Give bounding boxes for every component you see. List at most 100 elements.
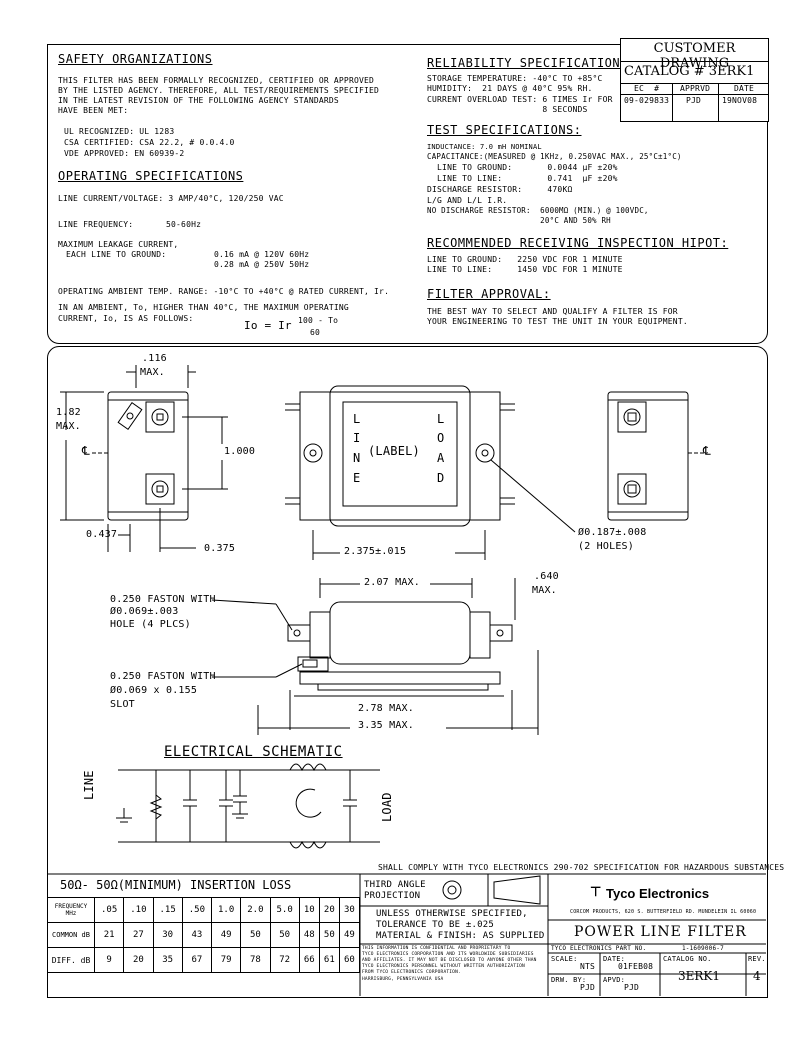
agency-vde: VDE APPROVED: EN 60939-2 <box>64 149 185 158</box>
test-line-4: LINE TO LINE: 0.741 µF ±20% <box>427 174 618 183</box>
date-value-footer: 01FEB08 <box>618 962 654 971</box>
dim-0375: 0.375 <box>204 543 236 554</box>
part-value: 1-1609006-7 <box>682 945 724 952</box>
test-line-1: INDUCTANCE: 7.0 mH NOMINAL <box>427 143 542 151</box>
apprvd-label: APPRVD <box>680 84 711 93</box>
confidential-1: THIS INFORMATION IS CONFIDENTIAL AND PRO… <box>362 946 511 951</box>
freq-cell: .50 <box>181 897 213 923</box>
test-line-2: CAPACITANCE:(MEASURED @ 1KHz, 0.250VAC M… <box>427 152 682 161</box>
derate-line-2: CURRENT, Io, IS AS FOLLOWS: <box>58 314 194 323</box>
title-divider-2 <box>620 83 768 84</box>
date-value: 19NOV08 <box>722 96 758 105</box>
reliability-heading: RELIABILITY SPECIFICATIONS: <box>427 56 636 70</box>
dim-116-max: MAX. <box>140 367 165 378</box>
ambient-range: OPERATING AMBIENT TEMP. RANGE: -10°C TO … <box>58 287 390 296</box>
dim-2375: 2.375±.015 <box>344 546 407 557</box>
common-cell: 27 <box>123 922 154 948</box>
dim-207: 2.07 MAX. <box>364 577 420 588</box>
dim-182-max: MAX. <box>56 421 81 432</box>
common-cell: 49 <box>338 922 361 948</box>
safety-line-3: IN THE LATEST REVISION OF THE FOLLOWING … <box>58 96 339 105</box>
leakage-value-2: 0.28 mA @ 250V 50Hz <box>214 260 310 269</box>
label-load-d: D <box>437 471 445 485</box>
faston-1-line-3: HOLE (4 PLCS) <box>110 619 191 630</box>
faston-1-line-2: Ø0.069±.003 <box>110 606 179 617</box>
dim-640: .640 <box>534 571 559 582</box>
test-line-3: LINE TO GROUND: 0.0044 µF ±20% <box>427 163 618 172</box>
hipot-line-1: LINE TO GROUND: 2250 VDC FOR 1 MINUTE <box>427 255 623 264</box>
safety-heading: SAFETY ORGANIZATIONS <box>58 52 213 66</box>
approval-line-2: YOUR ENGINEERING TO TEST THE UNIT IN YOU… <box>427 317 688 326</box>
row-label-common: COMMON dB <box>47 922 95 948</box>
centerline-left: ℄ <box>82 444 90 458</box>
approved-label: APVD: <box>603 976 626 984</box>
hole-callout: Ø0.187±.008 <box>578 527 647 538</box>
scale-label: SCALE: <box>551 955 578 963</box>
compliance-note: SHALL COMPLY WITH TYCO ELECTRONICS 290-7… <box>378 863 785 872</box>
derate-line-1: IN AN AMBIENT, To, HIGHER THAN 40°C, THE… <box>58 303 349 312</box>
test-heading: TEST SPECIFICATIONS: <box>427 123 582 137</box>
faston-2-line-2: Ø0.069 x 0.155 <box>110 685 198 696</box>
catalog-number: CATALOG # 3ERK1 <box>624 64 755 79</box>
operating-frequency-value: 50-60Hz <box>166 220 202 229</box>
reliability-line-3: CURRENT OVERLOAD TEST: 6 TIMES Ir FOR <box>427 95 613 104</box>
customer-drawing-block <box>620 38 769 122</box>
insertion-loss-table: FREQUENCY MHz .05 .10 .15 .50 1.0 2.0 5.… <box>47 897 361 973</box>
projection-line-1: THIRD ANGLE <box>364 880 426 890</box>
label-line-i: I <box>353 431 361 445</box>
safety-line-4: HAVE BEEN MET: <box>58 106 129 115</box>
label-load-a: A <box>437 451 445 465</box>
product-name: POWER LINE FILTER <box>574 924 747 940</box>
tolerance-line-2: TOLERANCE TO BE ±.025 <box>376 920 494 930</box>
approval-line-1: THE BEST WAY TO SELECT AND QUALIFY A FIL… <box>427 307 678 316</box>
upper-frame <box>47 44 768 344</box>
common-cell: 49 <box>210 922 242 948</box>
operating-heading: OPERATING SPECIFICATIONS <box>58 169 244 183</box>
dim-278: 2.78 MAX. <box>358 703 414 714</box>
diff-cell: 79 <box>210 947 242 973</box>
operating-frequency-label: LINE FREQUENCY: <box>58 220 134 229</box>
leakage-label-2: EACH LINE TO GROUND: <box>66 250 167 259</box>
tyco-logo-icon: ⊤ <box>590 884 602 899</box>
confidential-3: AND AFFILIATES. IT MAY NOT BE DISCLOSED … <box>362 958 537 963</box>
table-row: COMMON dB 21 27 30 43 49 50 50 48 50 49 <box>47 922 361 948</box>
row-label-frequency: FREQUENCY MHz <box>47 897 95 923</box>
label-center: (LABEL) <box>368 444 420 458</box>
ec-value: 09-029833 <box>624 96 670 105</box>
test-line-6: L/G AND L/L I.R. <box>427 196 508 205</box>
freq-cell: .05 <box>93 897 125 923</box>
freq-cell: 1.0 <box>210 897 242 923</box>
schematic-load: LOAD <box>380 792 394 822</box>
insertion-heading: 50Ω- 50Ω(MINIMUM) INSERTION LOSS <box>60 878 292 892</box>
diff-cell: 61 <box>318 947 340 973</box>
title-divider-1 <box>620 61 768 62</box>
title-vline-2 <box>718 83 719 121</box>
diff-cell: 9 <box>93 947 125 973</box>
label-line-e: E <box>353 471 361 485</box>
apprvd-value: PJD <box>686 96 702 105</box>
tolerance-line-3: MATERIAL & FINISH: AS SUPPLIED <box>376 931 545 941</box>
company-name: Tyco Electronics <box>606 886 710 901</box>
common-cell: 50 <box>269 922 300 948</box>
table-row: DIFF. dB 9 20 35 67 79 78 72 66 61 60 <box>47 947 361 973</box>
diff-cell: 67 <box>181 947 213 973</box>
formula-numerator: 100 - To <box>298 316 339 325</box>
common-cell: 50 <box>318 922 340 948</box>
freq-cell: 10 <box>298 897 320 923</box>
label-line-l: L <box>353 412 361 426</box>
leakage-label-1: MAXIMUM LEAKAGE CURRENT, <box>58 240 179 249</box>
diff-cell: 20 <box>123 947 154 973</box>
dim-335: 3.35 MAX. <box>358 720 414 731</box>
operating-current: LINE CURRENT/VOLTAGE: 3 AMP/40°C, 120/25… <box>58 194 284 203</box>
leakage-value-1: 0.16 mA @ 120V 60Hz <box>214 250 310 259</box>
test-line-8: 20°C AND 50% RH <box>427 216 611 225</box>
centerline-right: ℄ <box>703 444 711 458</box>
schematic-line: LINE <box>82 770 96 800</box>
common-cell: 30 <box>152 922 183 948</box>
freq-cell: .10 <box>123 897 154 923</box>
dim-1000: 1.000 <box>224 446 256 457</box>
part-label: TYCO ELECTRONICS PART NO. <box>551 945 647 952</box>
dim-182: 1.82 <box>56 407 81 418</box>
test-line-5: DISCHARGE RESISTOR: 470KΩ <box>427 185 573 194</box>
